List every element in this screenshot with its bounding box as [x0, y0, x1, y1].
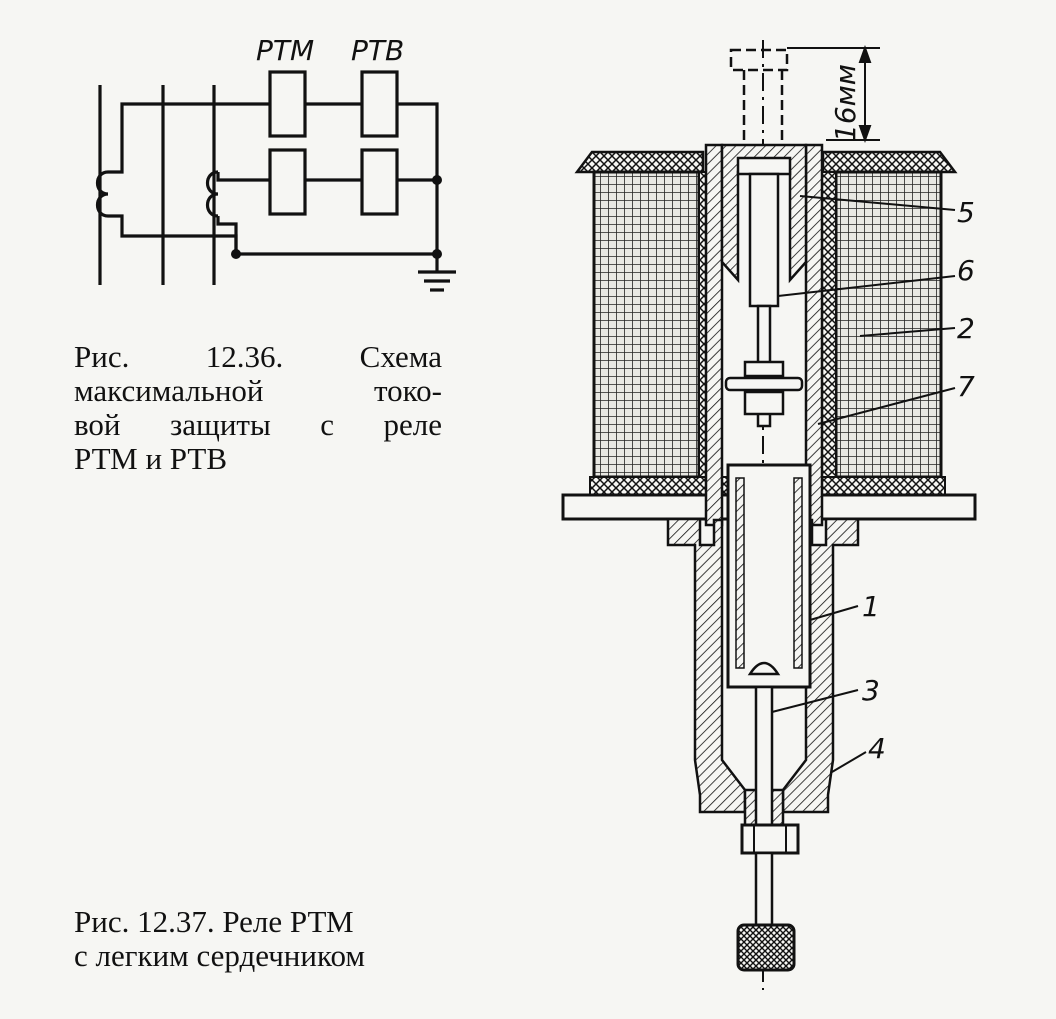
knurled-knob [736, 923, 796, 972]
return-wire [108, 214, 437, 256]
rtv-relay-coil-1 [360, 70, 399, 138]
protection-schematic [95, 85, 456, 292]
coil-winding-left [592, 170, 701, 479]
caption-line: Рис. 12.37. Реле РТМ [74, 904, 354, 939]
dimension-label: 16мм [829, 64, 862, 142]
bottom-nut [740, 823, 800, 855]
callout-4: 4 [868, 732, 886, 765]
callout-5: 5 [957, 196, 975, 229]
secondary-wire-2 [216, 172, 270, 182]
caption-line: РТМ и РТВ [74, 441, 228, 476]
relay-cross-section: 16мм [561, 40, 977, 990]
caption-line: Рис. 12.36. Схема [74, 339, 442, 374]
washer [724, 376, 804, 392]
callout-6: 6 [957, 254, 975, 287]
rtm-label: РТМ [256, 34, 314, 67]
core-rod [754, 685, 774, 829]
junction-dots [231, 175, 442, 259]
callout-2: 2 [957, 312, 975, 345]
stop-screw [748, 172, 780, 308]
guide-tube-left [704, 143, 724, 527]
caption-line: вой защиты с реле [74, 407, 442, 442]
caption-fig-12-36: Рис. 12.36. Схема максимальной токо- вой… [74, 340, 442, 476]
caption-line: с легким сердечником [74, 938, 366, 973]
rtm-relay-coil-2 [268, 148, 307, 216]
secondary-wire-1 [108, 102, 270, 174]
guide-tube-right [804, 143, 824, 527]
callout-7: 7 [957, 370, 975, 403]
coil-winding-right [834, 170, 943, 479]
dimension-16mm [787, 45, 880, 143]
lock-nut [743, 360, 785, 378]
top-flange [574, 150, 705, 174]
caption-line: максимальной токо- [74, 373, 442, 408]
ground-symbol [418, 270, 456, 292]
rtm-relay-coil-1 [268, 70, 307, 138]
rtv-relay-coil-2 [360, 148, 399, 216]
adjusting-head [729, 48, 789, 72]
callout-3: 3 [862, 674, 880, 707]
callout-1: 1 [862, 590, 880, 623]
current-transformer-1 [95, 170, 109, 218]
callout-leaders [771, 195, 956, 773]
current-transformer-2 [205, 170, 219, 218]
caption-fig-12-37: Рис. 12.37. Реле РТМ с легким сердечнико… [74, 905, 454, 973]
rtv-label: РТВ [351, 34, 404, 67]
